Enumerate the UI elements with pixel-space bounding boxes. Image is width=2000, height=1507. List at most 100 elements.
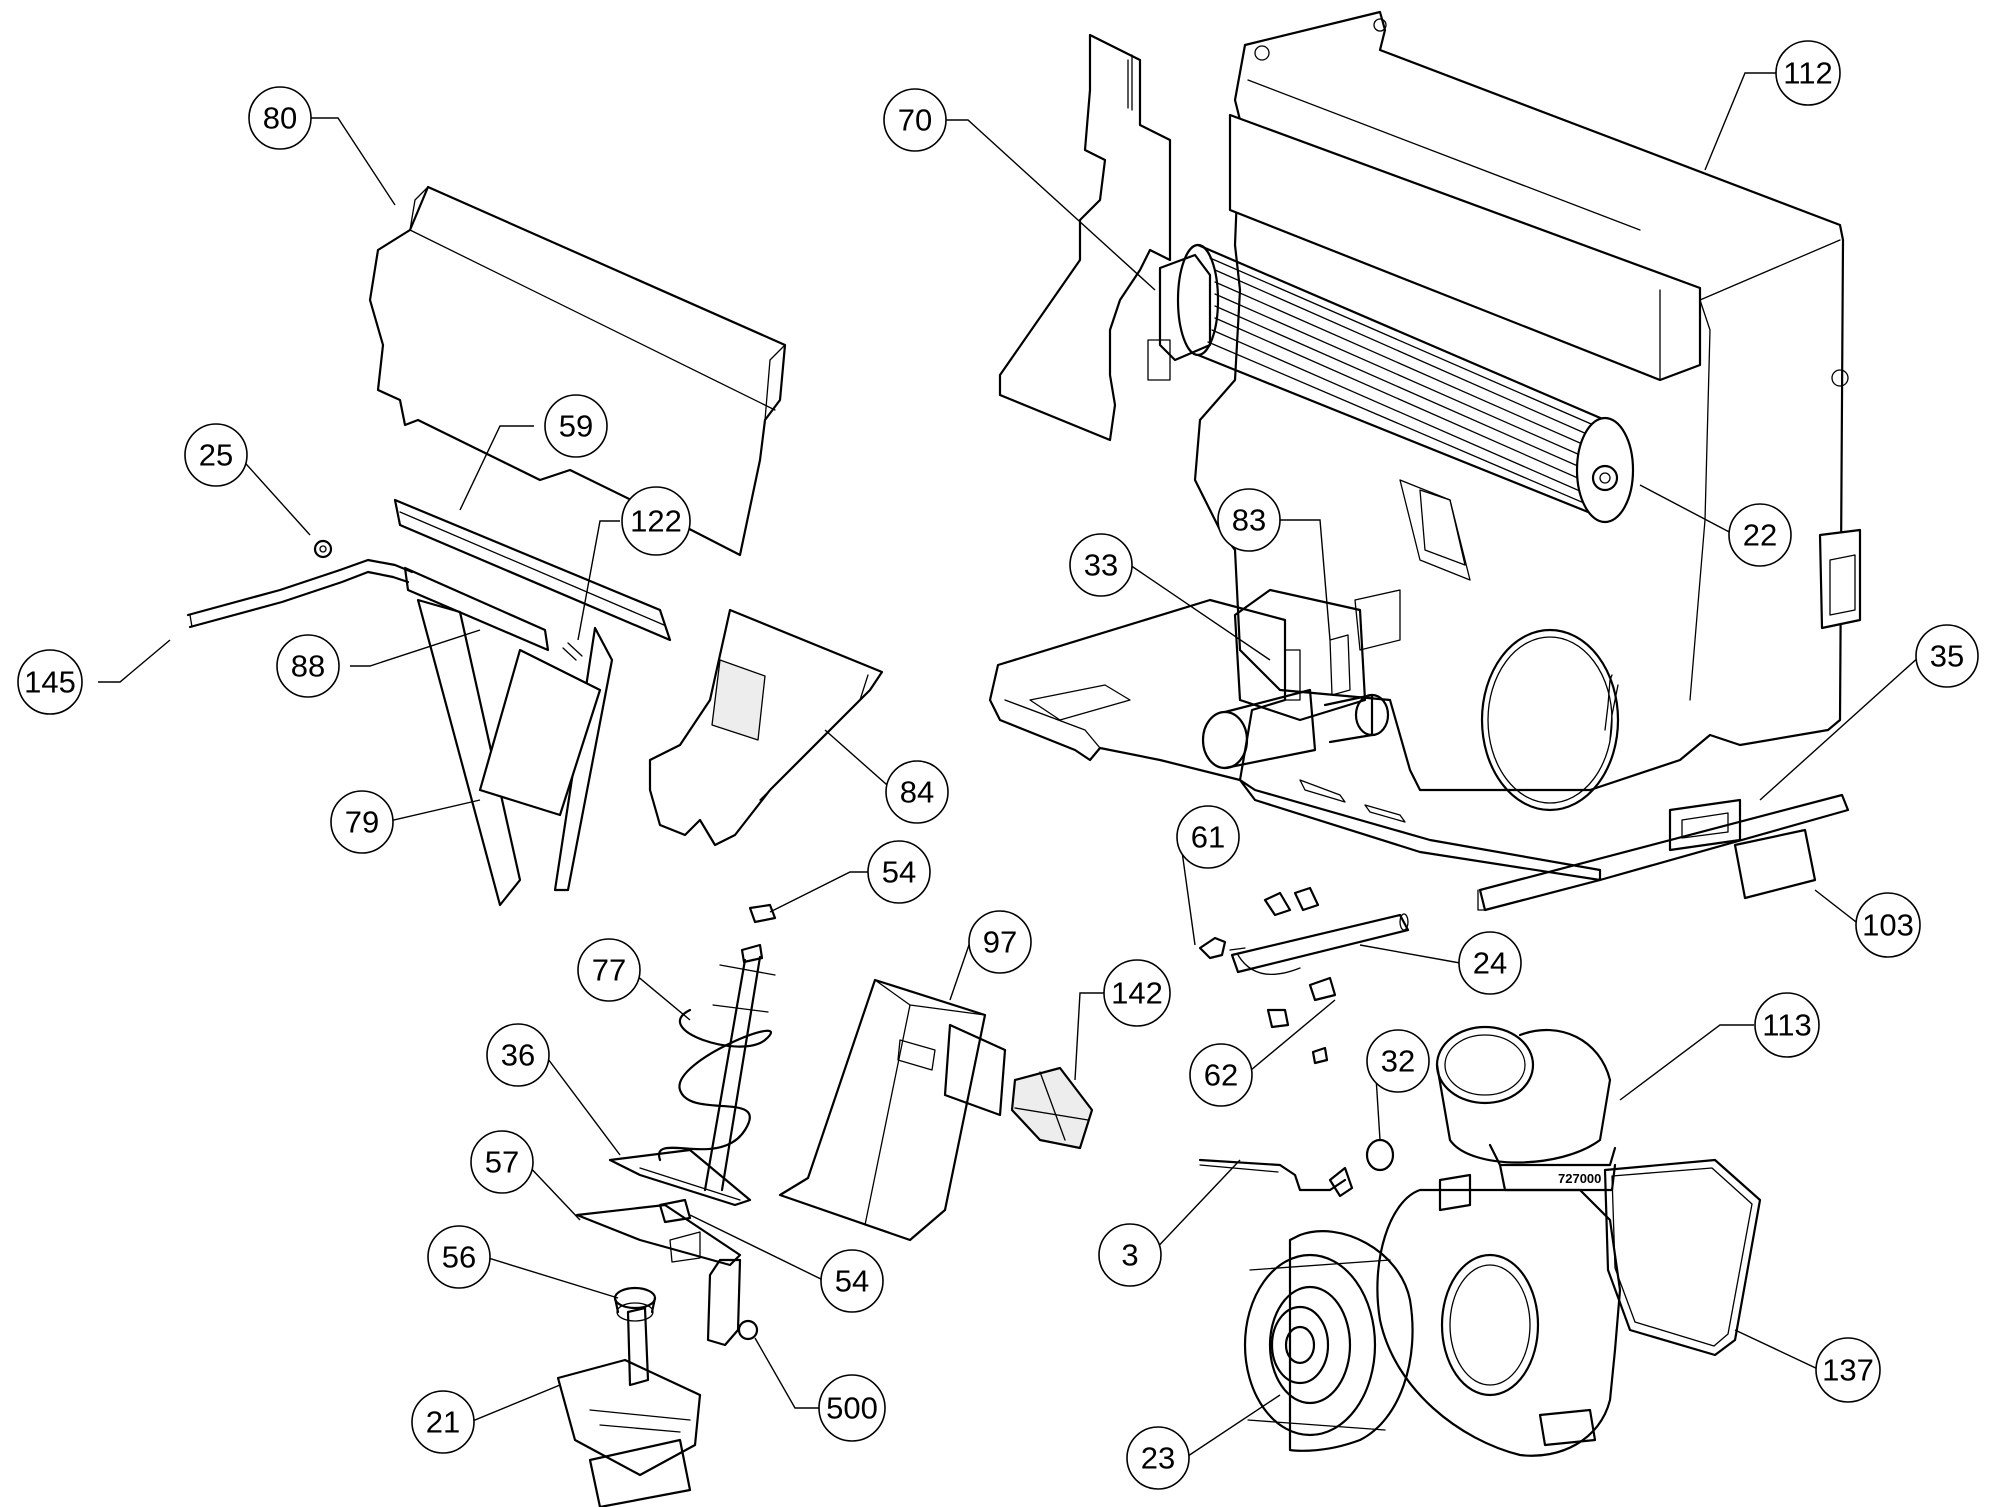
callout-61: 61	[1176, 805, 1240, 869]
callout-137-label: 137	[1822, 1353, 1874, 1388]
callout-36-label: 36	[501, 1038, 535, 1073]
hopper-bracket-part-59	[393, 498, 672, 642]
callout-57: 57	[470, 1130, 534, 1194]
leg-bracket-part-35b	[1477, 793, 1850, 912]
combustion-blower-wheel-part-22	[1176, 243, 1635, 524]
clip-part-500	[737, 1319, 759, 1341]
callout-3: 3	[1098, 1223, 1162, 1287]
callout-113: 113	[1754, 992, 1820, 1058]
callout-145: 145	[17, 649, 83, 715]
callout-84-label: 84	[900, 775, 934, 810]
callout-25-label: 25	[199, 438, 233, 473]
callout-142: 142	[1103, 959, 1171, 1027]
callout-21: 21	[411, 1390, 475, 1454]
callout-23-label: 23	[1141, 1441, 1175, 1476]
callout-97-label: 97	[983, 925, 1017, 960]
hopper-panel-part-79	[416, 598, 614, 907]
nut-part-25	[313, 539, 333, 559]
callout-88: 88	[276, 634, 340, 698]
callout-70: 70	[883, 88, 947, 152]
firepot-assembly-part-83	[1201, 588, 1401, 770]
callout-80-label: 80	[263, 101, 297, 136]
auger-plate-part-36	[608, 1148, 752, 1207]
callout-103: 103	[1855, 892, 1921, 958]
callout-23: 23	[1126, 1426, 1190, 1490]
probe-part-3	[1198, 1158, 1354, 1198]
cover-part-142	[1010, 1066, 1094, 1150]
callout-33: 33	[1069, 533, 1133, 597]
callout-77-label: 77	[592, 953, 626, 988]
hopper-bracket-part-88	[403, 566, 550, 652]
callout-88-label: 88	[291, 649, 325, 684]
sensor-part-32	[1365, 1138, 1395, 1172]
callout-79: 79	[330, 790, 394, 854]
base-pan-part-33	[988, 598, 1602, 882]
callout-56: 56	[427, 1225, 491, 1289]
wire-harness-part-61	[1198, 936, 1301, 976]
callout-54-top: 54	[867, 840, 931, 904]
callout-59-label: 59	[559, 409, 593, 444]
callout-80: 80	[248, 86, 312, 150]
callout-103-label: 103	[1862, 908, 1914, 943]
cover-plate-part-103	[1733, 828, 1817, 900]
callout-59: 59	[544, 394, 608, 458]
callout-22: 22	[1728, 503, 1792, 567]
callout-122-label: 122	[630, 504, 682, 539]
callout-70-label: 70	[898, 103, 932, 138]
callout-25: 25	[184, 423, 248, 487]
callout-36: 36	[486, 1023, 550, 1087]
callout-122: 122	[621, 486, 691, 556]
callout-56-label: 56	[442, 1240, 476, 1275]
hopper-lid-part-80	[368, 185, 787, 557]
callout-113-label: 113	[1762, 1008, 1811, 1043]
callout-112-label: 112	[1783, 56, 1832, 91]
callout-24-label: 24	[1473, 946, 1507, 981]
blower-housing-part-23	[1243, 1173, 1622, 1457]
hopper-side-part-84	[648, 608, 884, 847]
callout-3-label: 3	[1121, 1238, 1138, 1273]
callout-500: 500	[818, 1374, 886, 1442]
callout-142-label: 142	[1111, 976, 1163, 1011]
callout-62-label: 62	[1204, 1058, 1238, 1093]
auger-tube-part-97	[778, 978, 1007, 1242]
callout-84: 84	[885, 760, 949, 824]
callout-97: 97	[968, 910, 1032, 974]
gasket-part-137	[1603, 1158, 1762, 1357]
callout-35-label: 35	[1930, 639, 1964, 674]
callout-22-label: 22	[1743, 518, 1777, 553]
callout-57-label: 57	[485, 1145, 519, 1180]
callout-145-label: 145	[24, 665, 76, 700]
callout-79-label: 79	[345, 805, 379, 840]
auger-motor-part-21	[556, 1306, 702, 1507]
callout-61-label: 61	[1191, 820, 1225, 855]
gasket-part-56	[613, 1286, 657, 1322]
callout-83: 83	[1217, 488, 1281, 552]
callout-35: 35	[1915, 624, 1979, 688]
callout-83-label: 83	[1232, 503, 1266, 538]
callout-54-bottom: 54	[820, 1249, 884, 1313]
igniter-element-part-24	[1230, 886, 1410, 974]
tube-part-145	[186, 558, 414, 629]
callout-77: 77	[577, 938, 641, 1002]
callout-137: 137	[1815, 1337, 1881, 1403]
blower-motor-bracket-part-70	[998, 33, 1212, 442]
blower-stamp-text: 727000	[1558, 1171, 1601, 1186]
callout-500-label: 500	[826, 1391, 878, 1426]
screw-part-122	[562, 642, 583, 661]
callout-24: 24	[1458, 931, 1522, 995]
callout-32: 32	[1366, 1029, 1430, 1093]
bushing-part-54-bottom	[658, 1198, 692, 1224]
motor-mount-plate-part-57	[575, 1203, 742, 1347]
auger-part-77	[657, 943, 776, 1192]
callout-33-label: 33	[1084, 548, 1118, 583]
callout-62: 62	[1189, 1043, 1253, 1107]
heat-exchanger-part-112	[1193, 10, 1862, 812]
callout-112: 112	[1775, 40, 1841, 106]
bushing-part-54-top	[748, 903, 777, 924]
callout-54-bottom-label: 54	[835, 1264, 869, 1299]
callout-54-top-label: 54	[882, 855, 916, 890]
exhaust-elbow-part-113: 727000	[1435, 1025, 1617, 1192]
callout-32-label: 32	[1381, 1044, 1415, 1079]
callout-21-label: 21	[426, 1405, 460, 1440]
